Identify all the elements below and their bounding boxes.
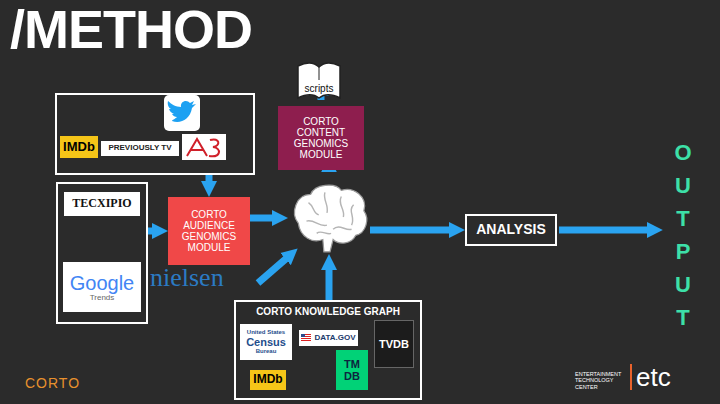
node-text: CORTO AUDIENCE GENOMICS MODULE <box>171 209 247 253</box>
a3-logo <box>182 134 226 160</box>
node-subtext: Bureau <box>256 348 277 355</box>
footer-label: ENTERTAINMENT TECHNOLOGY CENTER <box>575 371 627 390</box>
script-icon: scripts <box>296 58 342 100</box>
node-text: IMDb <box>253 373 282 386</box>
node-text: TM DB <box>338 358 366 382</box>
source-group: TECXIPIO GoogleTrends <box>56 182 148 324</box>
logo-box: IMDb <box>250 370 286 390</box>
flow-arrow <box>370 227 452 234</box>
logo-box: PREVIOUSLY TV <box>101 141 179 156</box>
logo-box: TECXIPIO <box>64 192 140 216</box>
logo-box: TM DB <box>336 350 368 390</box>
module-box: CORTO CONTENT GENOMICS MODULE <box>278 106 364 170</box>
flow-arrow <box>326 267 333 300</box>
brain-folds <box>306 192 353 233</box>
flow-arrow <box>250 215 275 222</box>
book-outline <box>298 63 340 98</box>
node-text: DATA.GOV <box>301 334 355 343</box>
node-text: TECXIPIO <box>72 197 131 210</box>
edge-group <box>148 93 452 300</box>
node-text: Google <box>70 272 135 294</box>
node-text: IMDb <box>63 140 95 154</box>
node-text: ANALYSIS <box>476 222 546 237</box>
book-spine <box>319 67 320 80</box>
node-subtext: Trends <box>90 294 115 303</box>
output-label: OUTPUT <box>672 136 694 334</box>
brain-shape <box>295 185 367 252</box>
footer-logo: etc <box>630 364 671 390</box>
logo-box: United StatesCensusBureau <box>240 324 292 360</box>
node-text: PREVIOUSLY TV <box>108 144 171 153</box>
twitter-logo <box>164 95 200 131</box>
brain-figure <box>288 182 370 254</box>
footer-label: CORTO <box>25 376 80 391</box>
logo-box: DATA.GOV <box>299 330 358 346</box>
module-box: CORTO AUDIENCE GENOMICS MODULE <box>168 197 250 265</box>
node-subtext: Census <box>246 336 286 348</box>
logo-box: TVDB <box>374 320 414 368</box>
logo-mark <box>187 139 219 156</box>
logo-ground <box>164 95 200 131</box>
output-arrow <box>559 227 650 234</box>
node-text: United States <box>247 329 285 336</box>
flow-arrow <box>206 175 213 184</box>
twitter-bird <box>168 101 196 122</box>
logo-ground <box>182 134 226 160</box>
node-text: TVDB <box>379 338 409 350</box>
brain-outline <box>288 182 370 254</box>
logo-box: GoogleTrends <box>63 262 141 312</box>
logo-box: IMDb <box>60 136 98 158</box>
source-group: IMDb PREVIOUSLY TV <box>55 93 255 175</box>
flow-arrow <box>148 228 155 235</box>
brand-label: nielsen <box>150 264 224 293</box>
process-box: ANALYSIS <box>465 214 557 246</box>
nielsen-arrow <box>258 257 288 283</box>
node-text: CORTO CONTENT GENOMICS MODULE <box>281 116 361 160</box>
page-title: /METHOD <box>10 2 252 56</box>
node-text: scripts <box>305 83 334 94</box>
knowledge-group: United StatesCensusBureau DATA.GOV TVDB TM … <box>234 300 422 400</box>
node-text: CORTO KNOWLEDGE GRAPH <box>256 306 400 317</box>
